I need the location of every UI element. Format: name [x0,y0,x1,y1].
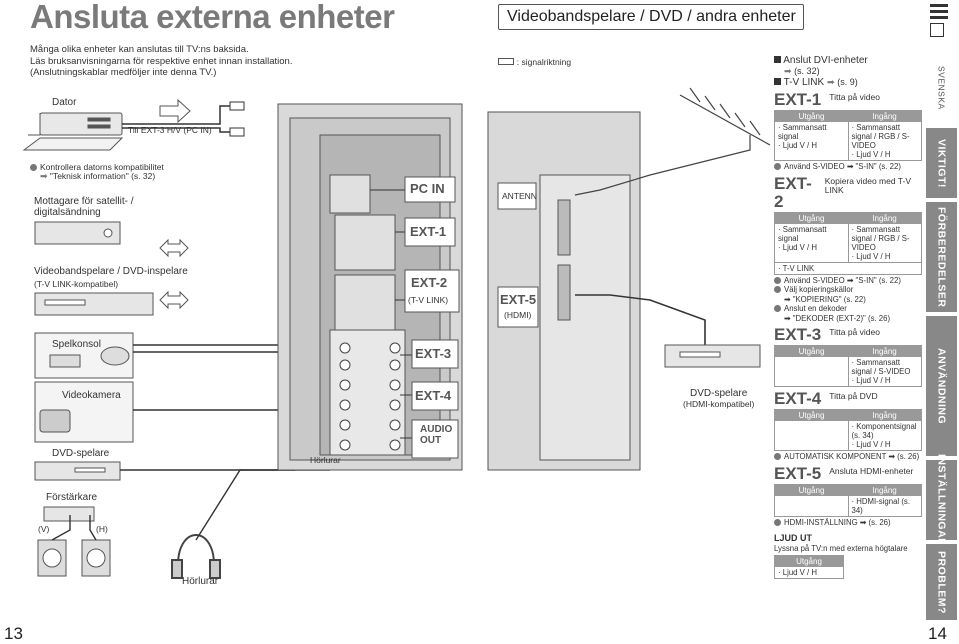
amp-right-label: (H) [96,524,108,534]
game-console-icon [34,332,134,379]
dvd-player-icon [34,461,121,481]
ext2-section: EXT-2 Kopiera video med T-V LINK [774,173,912,211]
dvd-label: DVD-spelare [52,448,110,459]
tab-forberedelser[interactable]: FÖRBEREDELSER [926,202,957,312]
page-title: Ansluta externa enheter [30,0,395,35]
camcorder-icon [34,381,134,443]
page-number-left: 13 [4,624,23,643]
ext4-section: EXT-4 Titta på DVD [774,389,878,408]
vcr-sub-label: (T-V LINK-kompatibel) [34,279,119,289]
signal-arrow-icon [498,58,514,65]
satellite-receiver-icon [34,221,121,245]
ext1-label: EXT-1 [410,224,447,239]
antenna-label: ANTENN [502,191,537,201]
tab-viktigt[interactable]: VIKTIGT! [926,128,957,198]
audio-out-label: AUDIO OUT [420,424,453,446]
ext3-label: EXT-3 [415,346,452,361]
section-title: Videobandspelare / DVD / andra enheter [498,4,804,30]
ext1-section: EXT-1 Titta på video [774,90,880,109]
headphones-jack-label: Hörlurar [310,455,341,465]
tv-back-panel-right [487,111,641,471]
signal-arrow-icon [159,98,191,124]
technical-info-ref: ➡ "Teknisk information" (s. 32) [40,171,156,181]
compatibility-note: Kontrollera datorns kompatibilitet [30,162,164,172]
dvd-hdmi-label: DVD-spelare (HDMI-kompatibel) [683,388,755,409]
tab-svenska: SVENSKA [926,60,957,115]
amp-left-label: (V) [38,524,50,534]
camcorder-label: Videokamera [62,390,121,401]
amplifier-icon [37,506,111,577]
right-column: Anslut DVI-enheter ➡ (s. 32) T-V LINK ➡ … [774,55,922,579]
game-console-label: Spelkonsol [52,339,101,350]
ext3-section: EXT-3 Titta på video [774,325,880,344]
headphones-icon [171,534,221,579]
satellite-label: Mottagare för satellit- / digitalsändnin… [34,196,134,218]
ext4-label: EXT-4 [415,388,452,403]
intro-text: Många olika enheter kan anslutas till TV… [30,44,293,78]
pc-in-label: PC IN [410,181,445,196]
ext2-label: EXT-2 [411,275,448,290]
audio-out-title: LJUD UT [774,533,812,543]
vcr-icon [34,292,154,316]
ext3-pc-label: Till EXT-3 H/V (PC IN) [128,125,212,135]
antenna-icon [574,87,771,196]
ext2-sub-label: (T-V LINK) [408,295,449,305]
computer-label: Dator [52,97,77,108]
amplifier-label: Förstärkare [46,492,98,503]
dvd-hdmi-player-icon [664,344,761,368]
tab-problem[interactable]: PROBLEM? [926,544,957,620]
page-marker-icon [930,4,948,40]
vcr-label: Videobandspelare / DVD-inspelare [34,266,188,277]
signal-direction-note: : signalriktning [498,57,571,68]
page-number-right: 14 [928,624,947,643]
audio-out-table: Utgång · Ljud V / H [774,554,844,579]
double-arrow-icon [159,238,189,310]
ext5-label: EXT-5 [500,292,537,307]
computer-icon [22,112,124,151]
tab-anvandning[interactable]: ANVÄNDNING [926,316,957,456]
tab-installningar[interactable]: INSTÄLLNINGAR [926,454,957,546]
ext5-sub-label: (HDMI) [504,310,532,320]
headphones-label: Hörlurar [182,576,219,587]
ext5-section: EXT-5 Ansluta HDMI-enheter [774,463,914,483]
